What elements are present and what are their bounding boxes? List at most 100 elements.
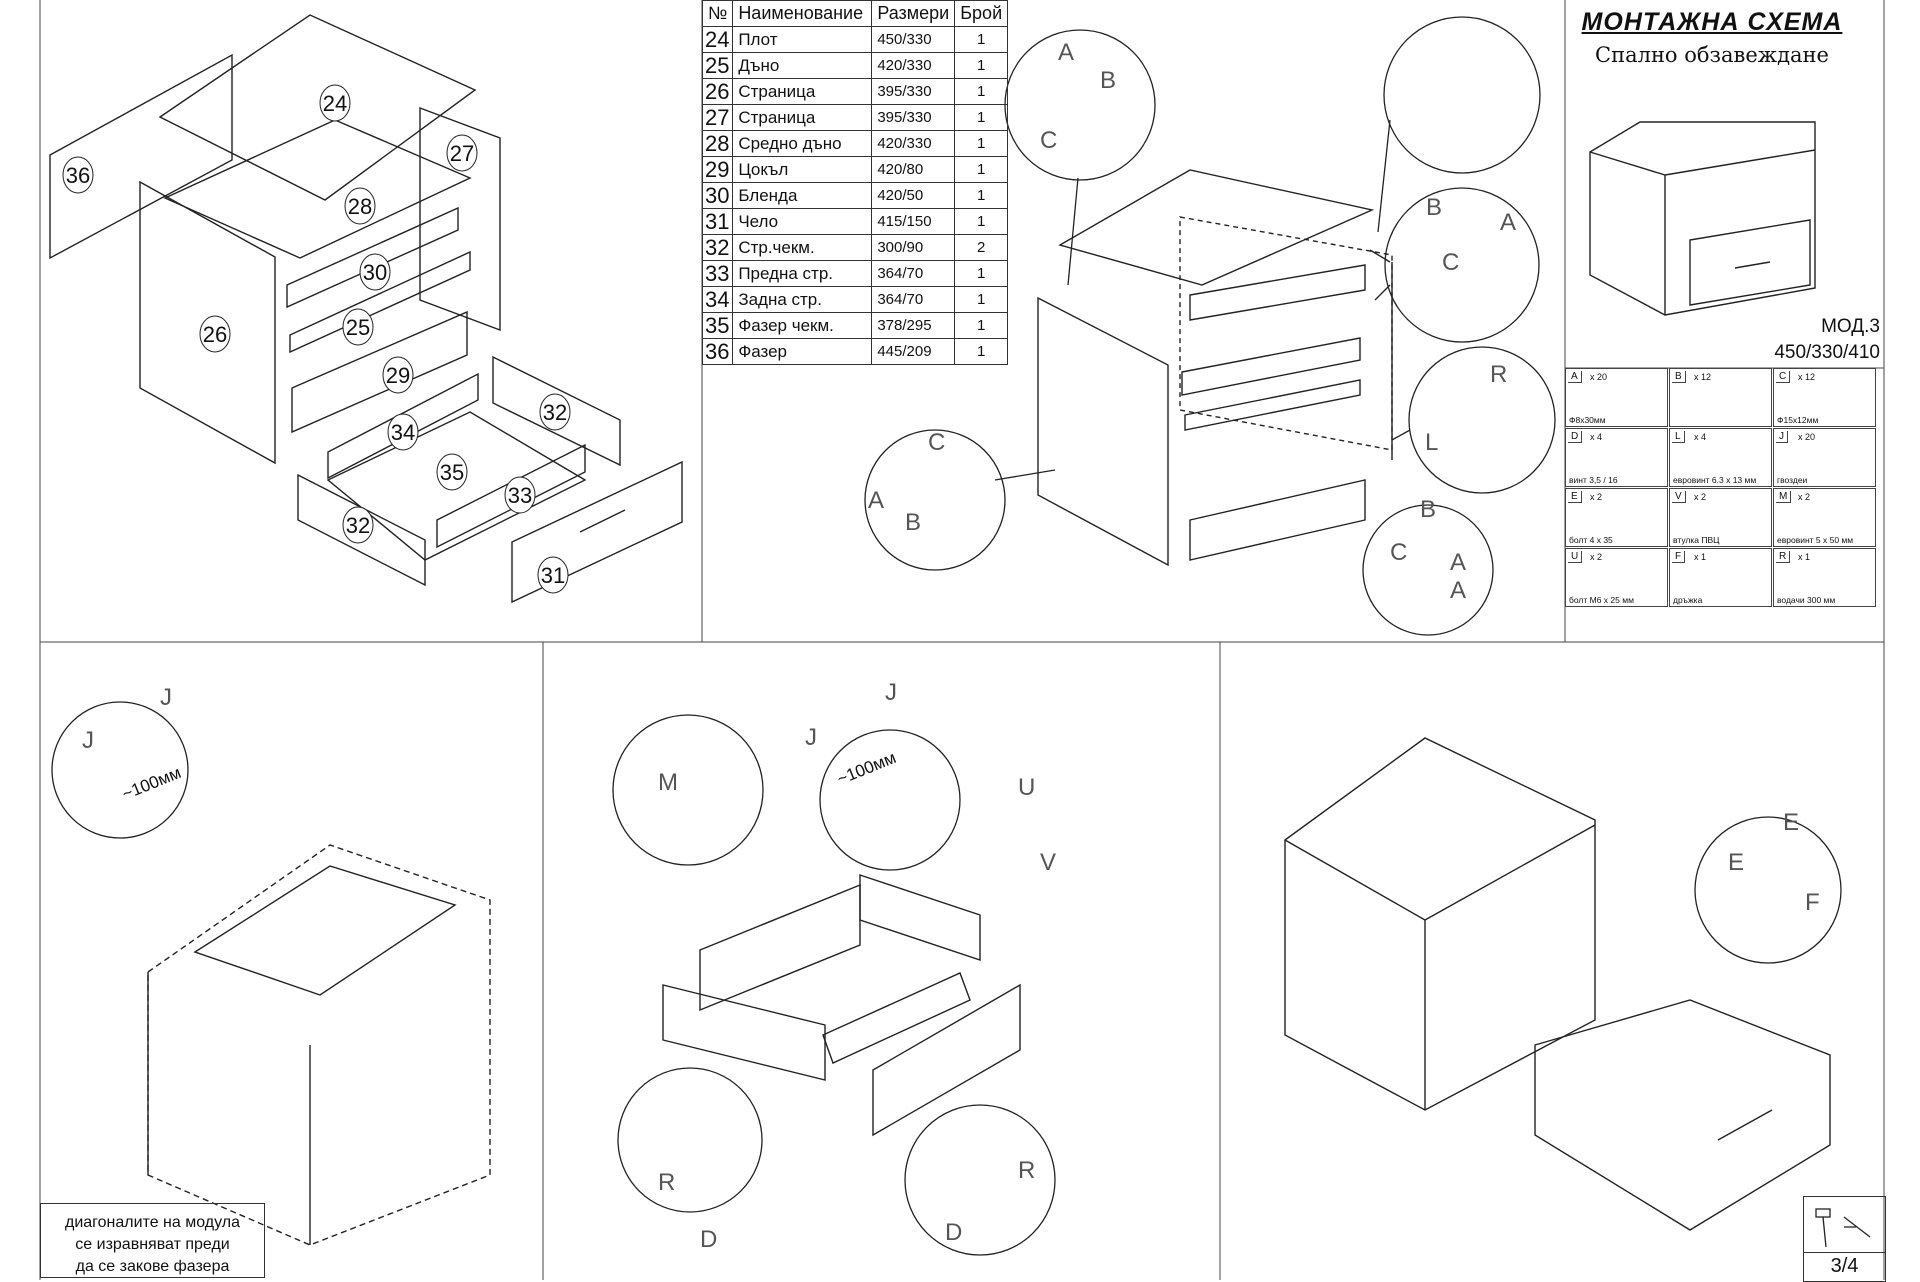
left-cam-letter-c: C [928, 429, 945, 456]
label-33: 33 [508, 483, 532, 508]
nails-dimension: ~100мм [119, 763, 183, 804]
parts-table-header: № Наименование Размери Брой [701, 0, 1009, 27]
hardware-count: x 4 [1694, 432, 1707, 442]
part-34-back [327, 372, 479, 480]
label-35: 35 [440, 460, 464, 485]
drawer-assembly-view [662, 874, 1021, 1137]
assembly-view [1037, 169, 1393, 567]
hardware-code: E [1568, 491, 1582, 503]
hardware-code: R [1776, 551, 1791, 563]
hardware-count: x 2 [1590, 552, 1603, 562]
screw-letter-m: M [658, 769, 678, 796]
hardware-count: x 2 [1798, 492, 1811, 502]
diagonal-note: диагоналите на модула се изравняват пред… [40, 1203, 265, 1278]
part-number: 35 [701, 312, 734, 339]
part-size: 445/209 [871, 338, 956, 365]
part-name: Фазер [732, 338, 873, 365]
callout-circles [51, 16, 1842, 1256]
label-29: 29 [386, 363, 410, 388]
part-33-front [436, 443, 586, 549]
part-size: 300/90 [871, 234, 956, 261]
drawer-nail-letter-j2: J [885, 679, 897, 706]
note-line-2: се изравняват преди [75, 1236, 230, 1253]
hardware-code: F [1672, 551, 1686, 563]
sheet-subtitle: Спално обзавеждане [1595, 43, 1829, 67]
hardware-desc: евровинт 6.3 х 13 мм [1673, 475, 1757, 485]
hardware-desc: болт 4 х 35 [1569, 535, 1613, 545]
label-34: 34 [391, 420, 415, 445]
part-qty: 1 [954, 156, 1009, 183]
part-qty: 1 [954, 260, 1009, 287]
nail-letter-j1: J [82, 727, 94, 754]
part-26-side [139, 180, 276, 465]
page-number: 3/4 [1804, 1252, 1885, 1279]
part-qty: 1 [954, 208, 1009, 235]
model-info: МОД.3 450/330/410 [1730, 314, 1880, 366]
part-size: 420/80 [871, 156, 956, 183]
cam-letter-c: C [1040, 127, 1057, 154]
part-name: Страница [732, 78, 873, 105]
hardware-count: x 4 [1590, 432, 1603, 442]
side-cam-letter-b: B [1426, 194, 1442, 221]
bottom-cam-letter-b: B [1420, 496, 1436, 523]
cabinet-preview [1589, 121, 1816, 316]
part-qty: 1 [954, 338, 1009, 365]
part-28-shelf [163, 119, 472, 259]
hardware-desc: гвоздеи [1777, 475, 1808, 485]
hardware-count: x 12 [1798, 372, 1816, 382]
hardware-desc: дръжка [1673, 595, 1703, 605]
callout-letters: A B C B A C R L B C A A C A B J J J J M … [82, 39, 1820, 1253]
part-size: 395/330 [871, 104, 956, 131]
part-qty: 1 [954, 286, 1009, 313]
part-size: 364/70 [871, 286, 956, 313]
part-number: 26 [701, 78, 734, 105]
part-qty: 1 [954, 26, 1009, 53]
hardware-desc: винт 3,5 / 16 [1569, 475, 1618, 485]
part-size: 378/295 [871, 312, 956, 339]
label-31: 31 [541, 563, 565, 588]
handle-letter-e1: E [1783, 809, 1799, 836]
page-box: 3/4 [1803, 1196, 1886, 1282]
part-name: Дъно [732, 52, 873, 79]
runner-left-letter-d: D [700, 1226, 717, 1253]
hardware-code: J [1776, 431, 1788, 443]
hardware-count: x 1 [1694, 552, 1707, 562]
label-26: 26 [203, 322, 227, 347]
hardware-count: x 2 [1590, 492, 1603, 502]
hardware-count: x 20 [1590, 372, 1608, 382]
hardware-desc: болт М6 х 25 мм [1569, 595, 1634, 605]
part-size: 420/50 [871, 182, 956, 209]
part-size: 364/70 [871, 260, 956, 287]
dimension-labels: ~100мм ~100мм [119, 748, 898, 804]
bottom-cam-letter-a1: A [1450, 549, 1466, 576]
part-name: Фазер чекм. [732, 312, 873, 339]
hardware-code: V [1672, 491, 1686, 503]
part-number: 34 [701, 286, 734, 313]
part-size: 395/330 [871, 78, 956, 105]
label-25: 25 [346, 315, 370, 340]
part-32-side-l [297, 473, 426, 587]
left-cam-letter-b: B [905, 509, 921, 536]
part-name: Чело [732, 208, 873, 235]
cam-letter-a: A [1058, 39, 1074, 66]
label-30: 30 [363, 260, 387, 285]
part-number: 29 [701, 156, 734, 183]
hardware-count: x 2 [1694, 492, 1707, 502]
handle-letter-f: F [1805, 889, 1820, 916]
part-qty: 2 [954, 234, 1009, 261]
